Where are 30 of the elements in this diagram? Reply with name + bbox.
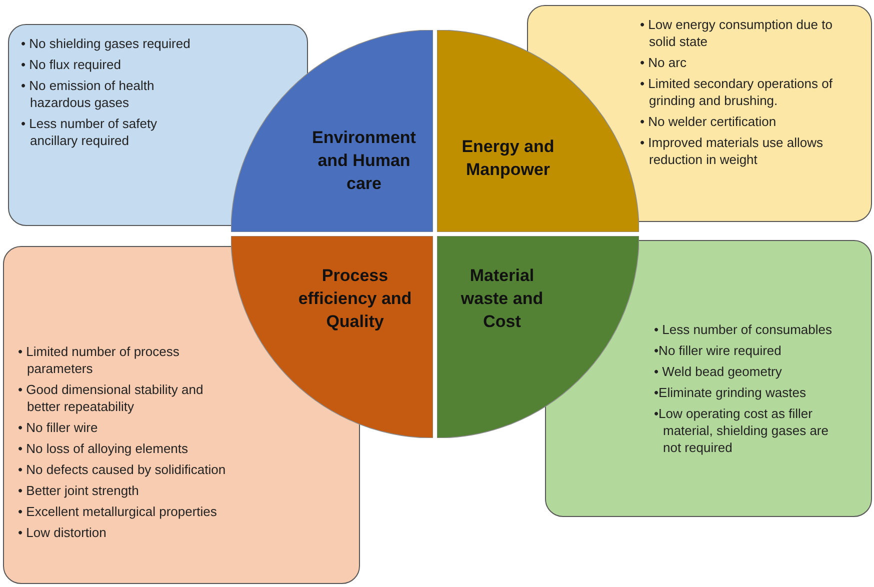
- bullet-item: • Less number of safety ancillary required: [21, 115, 158, 149]
- quarter-circle-segment: [437, 236, 639, 438]
- bullet-item: • No arc: [640, 54, 688, 71]
- bullet-item: • No emission of health hazardous gases: [21, 77, 156, 111]
- bullet-item: • Excellent metallurgical properties: [18, 503, 218, 520]
- bullet-item: • No defects caused by solidification: [18, 461, 227, 478]
- bullet-item: •Eliminate grinding wastes: [654, 384, 807, 401]
- segment-title: Environment and Human care: [311, 127, 417, 195]
- bullet-item: • Low distortion: [18, 524, 108, 541]
- bullet-item: • Good dimensional stability and better repeatability: [18, 381, 204, 415]
- bullet-item: • Weld bead geometry: [654, 363, 783, 380]
- bullet-item: • No filler wire: [18, 419, 99, 436]
- quarter-circle-segment: [437, 30, 639, 232]
- bullet-item: • Limited secondary operations of grinding and brushing.: [640, 75, 834, 109]
- bullet-item: •Low operating cost as filler material, shielding gases are not required: [654, 405, 830, 456]
- bullet-item: • Better joint strength: [18, 482, 140, 499]
- segment-title: Material waste and Cost: [460, 265, 544, 333]
- bullet-item: • No welder certification: [640, 113, 778, 130]
- bullet-item: •No filler wire required: [654, 342, 782, 359]
- segment-title: Energy and Manpower: [460, 136, 556, 181]
- bullet-item: • Improved materials use allows reduction in weight: [640, 134, 824, 168]
- bullet-item: • No shielding gases required: [21, 35, 192, 52]
- quarter-circle-segment: [231, 236, 433, 438]
- bullet-item: • Limited number of process parameters: [18, 343, 180, 377]
- bullet-item: • Low energy consumption due to solid state: [640, 16, 834, 50]
- bullet-item: • Less number of consumables: [654, 321, 833, 338]
- quarter-circle-segment: [231, 30, 433, 232]
- bullet-item: • No loss of alloying elements: [18, 440, 190, 457]
- bullet-item: • No flux required: [21, 56, 122, 73]
- segment-title: Process efficiency and Quality: [297, 265, 413, 333]
